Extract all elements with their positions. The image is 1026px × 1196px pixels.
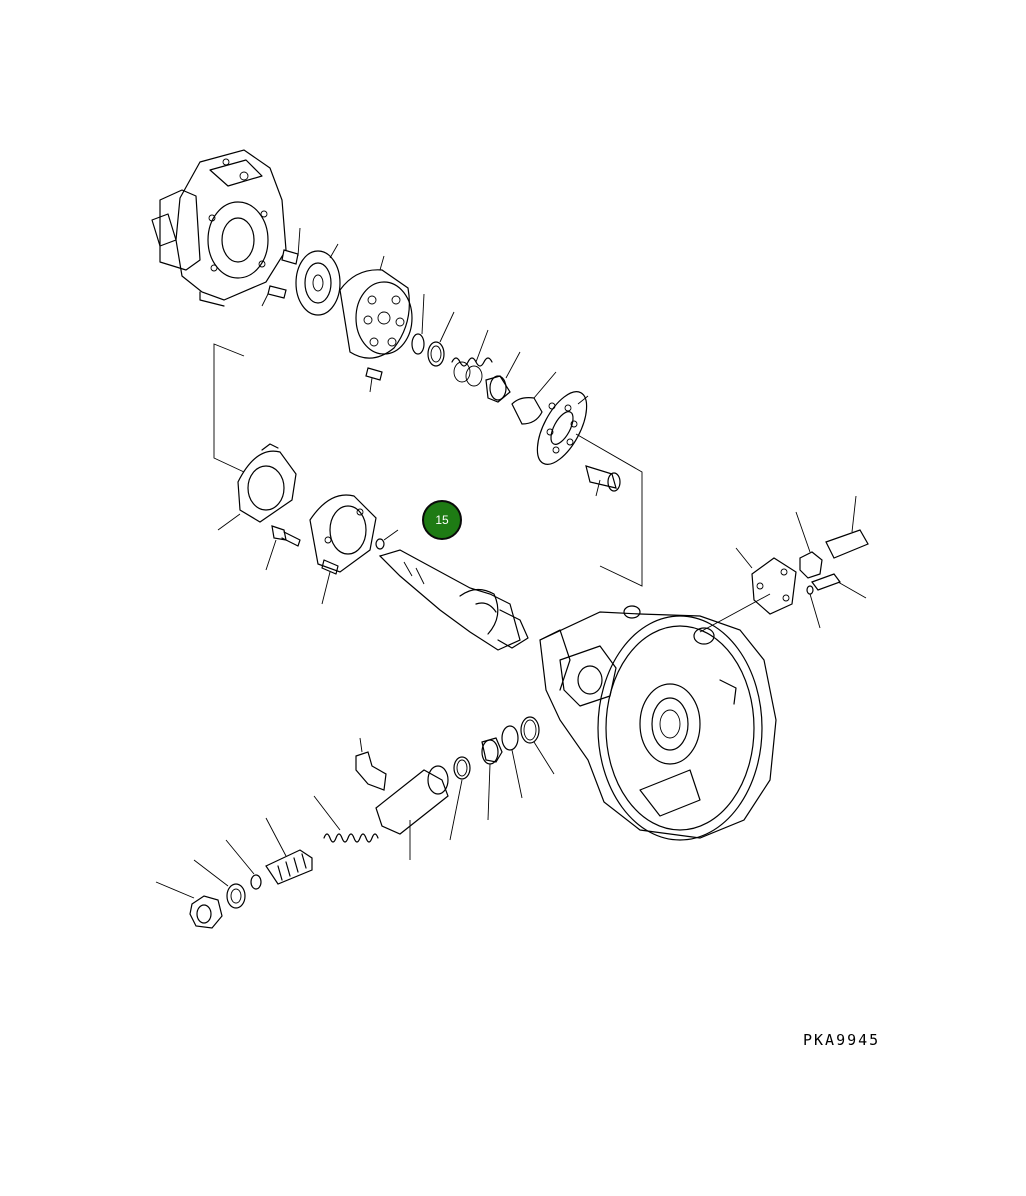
- swash-plate-holder: [217, 443, 297, 531]
- flange: [699, 547, 797, 633]
- callout-label: 15: [435, 513, 449, 527]
- cylinder-block: [339, 255, 413, 393]
- adjusting-screw: [265, 817, 313, 885]
- lock-nut: [155, 881, 223, 929]
- servo-piston: [355, 737, 449, 860]
- retainer-plate: [536, 391, 589, 465]
- o-ring: [449, 716, 555, 841]
- spring: [313, 795, 379, 843]
- valve-plate: [295, 243, 341, 316]
- swash-plate: [309, 494, 377, 605]
- plug: [481, 737, 503, 821]
- pin: [261, 227, 301, 307]
- part-callout-15[interactable]: 15: [422, 500, 462, 540]
- spherical-bushing: [485, 351, 521, 403]
- front-pump-housing: [539, 605, 777, 841]
- bolt: [795, 495, 869, 629]
- washer: [193, 859, 246, 909]
- pin: [375, 529, 399, 550]
- piston: [585, 465, 621, 497]
- drawing-number: PKA9945: [803, 1031, 881, 1049]
- drive-shaft: [378, 549, 529, 651]
- retainer-ring: [427, 311, 455, 367]
- o-ring: [225, 839, 262, 890]
- spring: [451, 329, 493, 387]
- snap-ring: [411, 293, 425, 355]
- rear-pump-housing: [151, 149, 287, 307]
- bolt: [265, 525, 301, 571]
- ball-guide: [511, 371, 557, 425]
